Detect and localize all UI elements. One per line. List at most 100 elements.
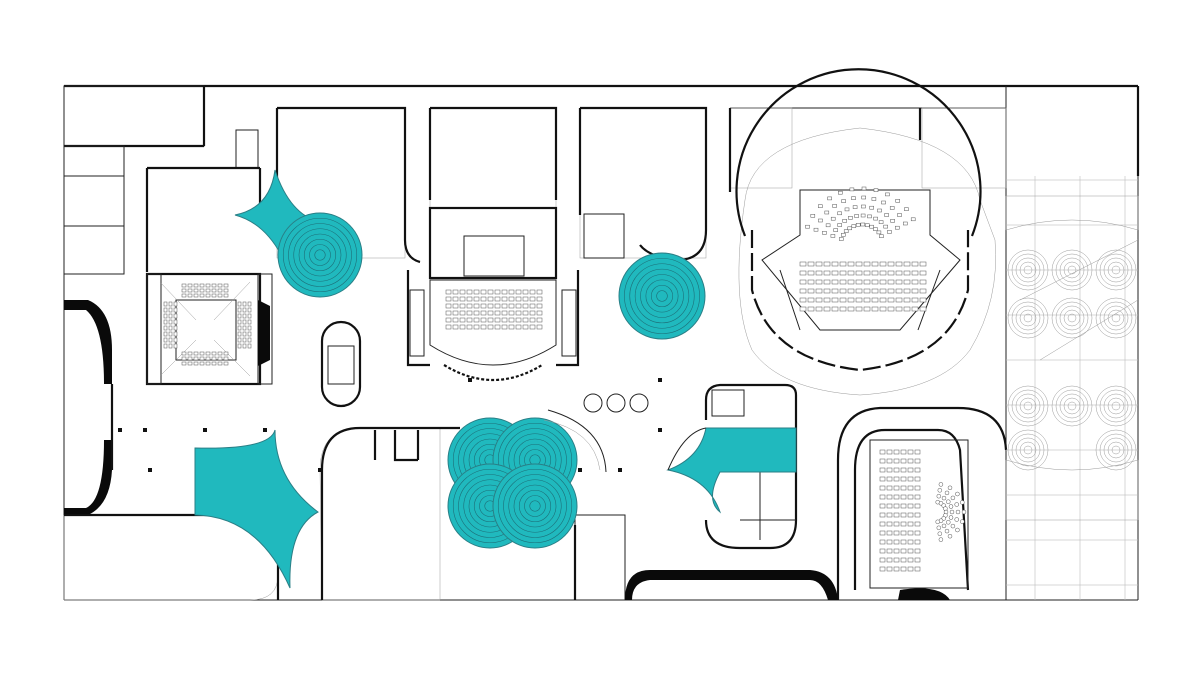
- seat: [948, 504, 954, 509]
- seat: [529, 324, 536, 330]
- seat: [886, 467, 893, 473]
- seat: [895, 279, 903, 285]
- seat: [900, 485, 907, 491]
- seat: [911, 279, 919, 285]
- seat: [879, 548, 886, 554]
- seat: [536, 303, 543, 309]
- seat: [529, 317, 536, 323]
- seat: [893, 494, 900, 500]
- seat: [473, 289, 480, 295]
- seat: [914, 530, 921, 536]
- seat: [187, 351, 193, 356]
- seat: [914, 539, 921, 545]
- seat: [823, 306, 831, 312]
- lobby-round-seats: [583, 393, 649, 413]
- seat: [187, 293, 193, 298]
- seat: [459, 324, 466, 330]
- seat: [855, 297, 863, 303]
- seat: [181, 356, 187, 361]
- seat: [515, 310, 522, 316]
- seat: [903, 270, 911, 276]
- seat: [480, 317, 487, 323]
- seat: [515, 324, 522, 330]
- seat: [895, 225, 900, 230]
- seat: [501, 310, 508, 316]
- seat: [536, 324, 543, 330]
- seat: [508, 296, 515, 302]
- seat: [944, 528, 950, 534]
- seat: [914, 521, 921, 527]
- seat: [501, 324, 508, 330]
- seat: [879, 261, 887, 267]
- seat: [855, 306, 863, 312]
- seat: [459, 303, 466, 309]
- seat: [494, 289, 501, 295]
- seat: [217, 293, 223, 298]
- seat: [199, 351, 205, 356]
- seat: [522, 289, 529, 295]
- seat: [181, 288, 187, 293]
- seat: [914, 494, 921, 500]
- seat: [893, 503, 900, 509]
- seat: [487, 310, 494, 316]
- seat: [815, 279, 823, 285]
- seat: [452, 303, 459, 309]
- seat: [919, 279, 927, 285]
- seat: [914, 557, 921, 563]
- seat: [181, 351, 187, 356]
- seat: [903, 288, 911, 294]
- seat: [855, 288, 863, 294]
- seat: [907, 476, 914, 482]
- seat: [173, 343, 178, 349]
- seat: [211, 283, 217, 288]
- seat: [163, 331, 168, 337]
- seat: [515, 296, 522, 302]
- seat: [854, 214, 859, 218]
- seat: [907, 458, 914, 464]
- seat: [863, 297, 871, 303]
- seat: [173, 313, 178, 319]
- seat: [919, 270, 927, 276]
- seat: [807, 279, 815, 285]
- seat: [807, 297, 815, 303]
- seat: [847, 297, 855, 303]
- seat: [247, 325, 252, 331]
- seat: [879, 485, 886, 491]
- seat: [237, 337, 242, 343]
- seat: [904, 207, 909, 211]
- seat: [919, 297, 927, 303]
- seat: [879, 306, 887, 312]
- seat: [837, 211, 842, 216]
- seat: [946, 520, 951, 525]
- seat: [876, 230, 882, 235]
- seat: [886, 449, 893, 455]
- seat: [168, 319, 173, 325]
- seat: [937, 488, 943, 493]
- seat: [452, 296, 459, 302]
- seat: [223, 351, 229, 356]
- seat: [168, 325, 173, 331]
- seat: [487, 317, 494, 323]
- seat: [887, 261, 895, 267]
- teal-plaza-east: [666, 427, 797, 514]
- seat: [893, 458, 900, 464]
- seat: [863, 288, 871, 294]
- seat: [452, 324, 459, 330]
- seat: [911, 261, 919, 267]
- seat: [211, 351, 217, 356]
- seat: [900, 539, 907, 545]
- teal-dome: [618, 252, 706, 340]
- seat: [529, 310, 536, 316]
- seat: [883, 224, 888, 229]
- grid-tile-ring: [1007, 297, 1049, 339]
- seat: [861, 204, 866, 209]
- concert-hall: [735, 68, 996, 396]
- seat: [247, 301, 252, 307]
- seat: [879, 494, 886, 500]
- seat: [452, 317, 459, 323]
- seat: [529, 289, 536, 295]
- seat: [914, 449, 921, 455]
- seat: [893, 530, 900, 536]
- grid-tile-ring: [1095, 385, 1137, 427]
- seat: [168, 301, 173, 307]
